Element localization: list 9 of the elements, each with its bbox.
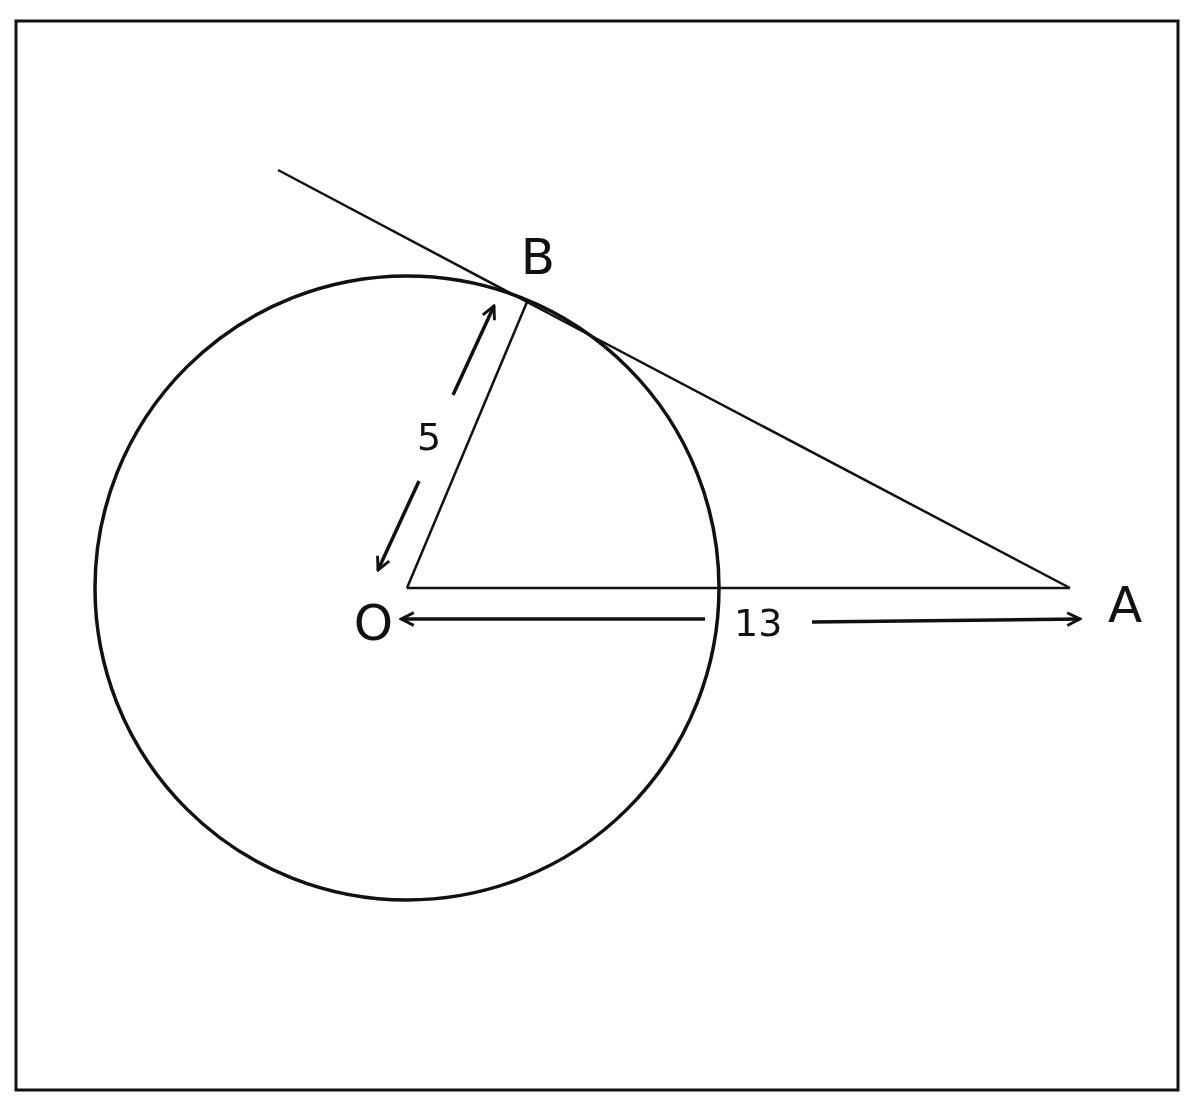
line-segment (526, 300, 1071, 590)
line-segment (405, 301, 529, 589)
dimension-label: 13 (734, 604, 783, 642)
line-segment (407, 586, 1070, 590)
point-label: B (505, 228, 571, 302)
tangent-line (277, 168, 528, 304)
point-label: O (340, 588, 407, 652)
dimension-label: 5 (417, 418, 442, 456)
point-label: A (1070, 570, 1180, 640)
